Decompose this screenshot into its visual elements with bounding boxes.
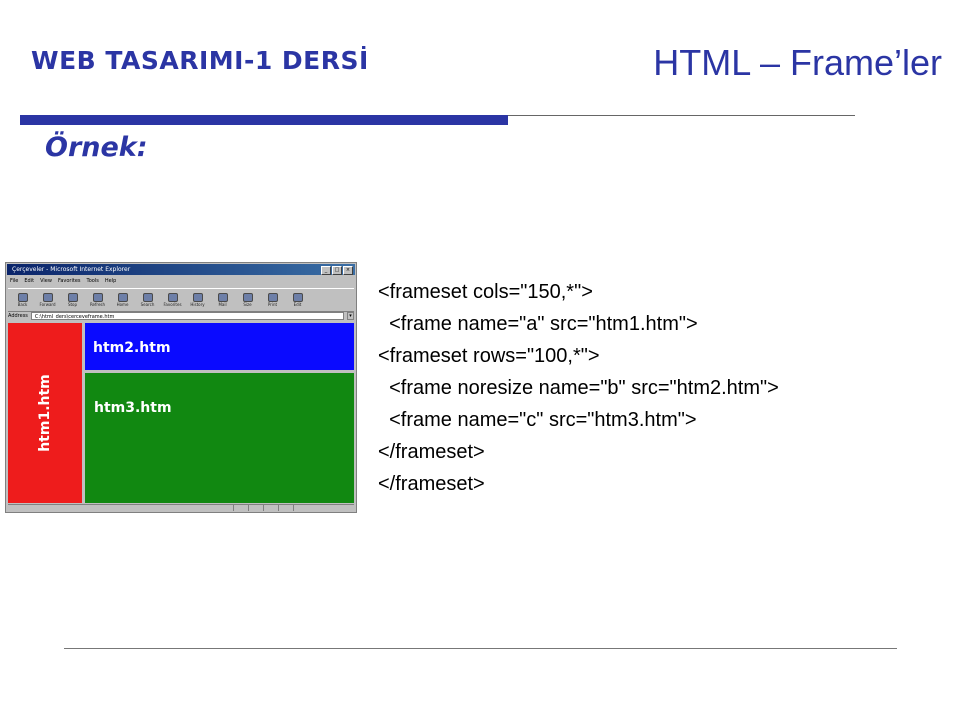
frameset-preview: htm1.htm htm2.htm htm3.htm [8, 323, 354, 503]
toolbar-label: Size [243, 301, 252, 307]
mail-icon [217, 292, 228, 302]
address-field: C:\html_ders\cerceveframe.htm [30, 312, 344, 320]
search-icon [142, 292, 153, 302]
toolbar-print: Print [262, 290, 283, 310]
code-line: <frame name="c" src="htm3.htm"> [378, 409, 697, 431]
home-icon [117, 292, 128, 302]
chevron-down-icon: ▾ [347, 312, 354, 320]
browser-menubar: File Edit View Favorites Tools Help [10, 277, 116, 286]
browser-screenshot: Çerçeveler - Microsoft Internet Explorer… [5, 262, 357, 513]
status-cell [248, 505, 261, 511]
menu-item-edit: Edit [24, 278, 35, 284]
menu-item-view: View [40, 278, 52, 284]
status-cell [293, 505, 354, 511]
toolbar-refresh: Refresh [87, 290, 108, 310]
toolbar-edit: Edit [287, 290, 308, 310]
refresh-icon [92, 292, 103, 302]
size-icon [242, 292, 253, 302]
maximize-icon: □ [332, 266, 342, 275]
code-line: <frameset cols="150,*"> [378, 281, 593, 303]
browser-toolbar: Back Forward Stop Refresh Home Search Fa… [8, 288, 354, 312]
code-line: </frameset> [378, 473, 485, 495]
back-arrow-icon [17, 292, 28, 302]
frame-b-label: htm2.htm [93, 340, 171, 356]
history-icon [192, 292, 203, 302]
favorites-icon [167, 292, 178, 302]
frame-c: htm3.htm [85, 373, 354, 503]
status-cell [233, 505, 246, 511]
toolbar-label: Back [17, 301, 28, 307]
toolbar-label: Home [116, 301, 129, 307]
code-line: <frameset rows="100,*"> [378, 345, 600, 367]
browser-address-bar: Address C:\html_ders\cerceveframe.htm ▾ [8, 311, 354, 321]
example-heading: Örnek: [45, 132, 148, 163]
menu-item-file: File [10, 278, 19, 284]
toolbar-label: Edit [293, 301, 302, 307]
frame-c-label: htm3.htm [94, 400, 172, 416]
toolbar-label: Print [267, 301, 278, 307]
browser-window-title: Çerçeveler - Microsoft Internet Explorer [12, 266, 131, 273]
toolbar-label: Stop [67, 301, 78, 307]
footer-divider [64, 648, 897, 649]
edit-icon [292, 292, 303, 302]
toolbar-label: Mail [218, 301, 227, 307]
toolbar-favorites: Favorites [162, 290, 183, 310]
toolbar-home: Home [112, 290, 133, 310]
toolbar-back: Back [12, 290, 33, 310]
header-divider-thin [508, 115, 855, 116]
toolbar-stop: Stop [62, 290, 83, 310]
forward-arrow-icon [42, 292, 53, 302]
toolbar-size: Size [237, 290, 258, 310]
minimize-icon: _ [321, 266, 331, 275]
toolbar-history: History [187, 290, 208, 310]
header-divider-thick [20, 115, 508, 125]
toolbar-forward: Forward [37, 290, 58, 310]
window-controls: _ □ × [321, 266, 353, 275]
course-title: WEB TASARIMI-1 DERSİ [31, 46, 369, 75]
toolbar-label: Refresh [89, 301, 106, 307]
code-line: </frameset> [378, 441, 485, 463]
toolbar-label: Favorites [163, 301, 182, 307]
toolbar-search: Search [137, 290, 158, 310]
menu-item-favorites: Favorites [57, 278, 81, 284]
code-line: <frame noresize name="b" src="htm2.htm"> [378, 377, 779, 399]
topic-title: HTML – Frame’ler [653, 42, 942, 83]
address-label: Address [8, 313, 28, 319]
browser-titlebar: Çerçeveler - Microsoft Internet Explorer… [7, 264, 355, 275]
print-icon [267, 292, 278, 302]
status-cell [263, 505, 276, 511]
toolbar-label: Forward [39, 301, 56, 307]
menu-item-tools: Tools [86, 278, 99, 284]
toolbar-label: History [190, 301, 205, 307]
stop-icon [67, 292, 78, 302]
status-cell [278, 505, 291, 511]
toolbar-label: Search [140, 301, 155, 307]
code-example: <frameset cols="150,*"> <frame name="a" … [378, 276, 779, 500]
frame-b: htm2.htm [85, 323, 354, 370]
frame-a-label: htm1.htm [37, 374, 53, 452]
toolbar-mail: Mail [212, 290, 233, 310]
menu-item-help: Help [104, 278, 117, 284]
frame-a: htm1.htm [8, 323, 82, 503]
code-line: <frame name="a" src="htm1.htm"> [378, 313, 698, 335]
close-icon: × [343, 266, 353, 275]
browser-statusbar [8, 504, 354, 512]
